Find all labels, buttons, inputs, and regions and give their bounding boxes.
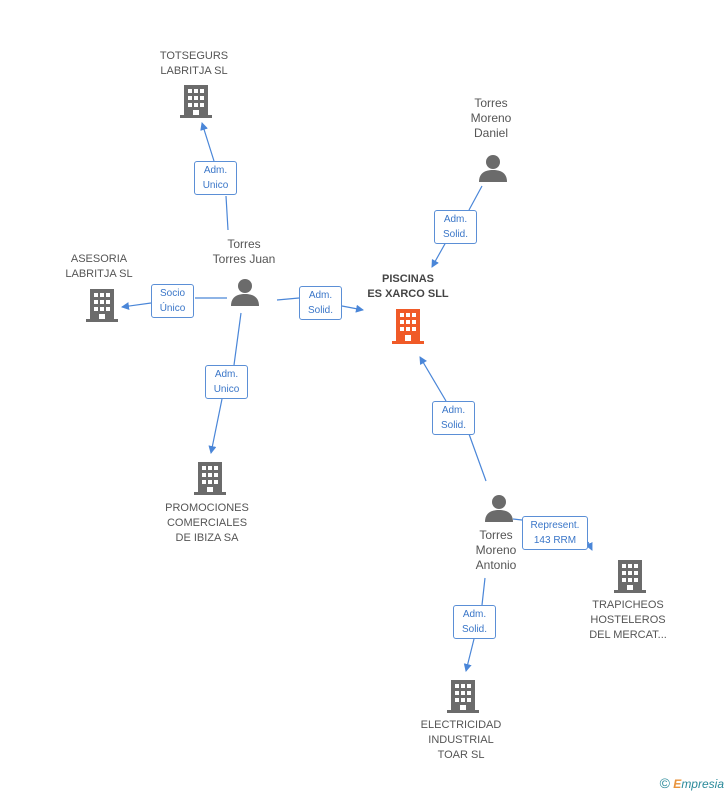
- edge-label-line: Adm.: [441, 405, 466, 416]
- edge-label-antonio-electricidad[interactable]: Adm. Solid.: [453, 605, 496, 639]
- brand-name: mpresia: [681, 777, 724, 791]
- edge-line-antonio-electricidad: [466, 577, 486, 671]
- node-label-torres-moreno-daniel[interactable]: Torres Moreno Daniel: [451, 96, 531, 141]
- edge-label-line: Represent.: [530, 520, 580, 531]
- node-label-line: INDUSTRIAL: [428, 734, 494, 746]
- edge-label-juan-totsegurs[interactable]: Adm. Unico: [194, 161, 237, 195]
- node-label-asesoria[interactable]: ASESORIA LABRITJA SL: [49, 252, 149, 282]
- node-label-line: ELECTRICIDAD: [420, 719, 502, 731]
- edge-label-juan-promociones[interactable]: Adm. Unico: [205, 365, 248, 399]
- edge-label-line: Adm.: [308, 290, 333, 301]
- edge-label-antonio-trapicheos[interactable]: Represent. 143 RRM: [522, 516, 588, 550]
- node-label-promociones[interactable]: PROMOCIONES COMERCIALES DE IBIZA SA: [157, 501, 257, 546]
- edges-layer: [122, 123, 592, 671]
- node-label-piscinas[interactable]: PISCINAS ES XARCO SLL: [358, 272, 458, 302]
- edge-label-line: Adm.: [443, 214, 468, 225]
- node-label-line: PISCINAS: [382, 273, 434, 285]
- node-label-line: Moreno: [470, 111, 512, 125]
- building-icon[interactable]: [447, 678, 479, 714]
- brand-initial: E: [673, 777, 682, 791]
- node-label-torres-moreno-antonio[interactable]: Torres Moreno Antonio: [456, 528, 536, 573]
- edge-label-line: Solid.: [442, 229, 468, 240]
- person-icon[interactable]: [478, 153, 508, 183]
- building-icon[interactable]: [614, 558, 646, 594]
- edge-label-juan-asesoria[interactable]: Socio Único: [151, 284, 194, 318]
- node-label-line: Torres: [227, 237, 261, 251]
- edge-label-line: Único: [159, 303, 186, 314]
- edge-label-line: Solid.: [461, 624, 487, 635]
- edge-label-line: Unico: [213, 384, 240, 395]
- edge-line-juan-piscinas: [276, 297, 363, 310]
- edge-label-juan-piscinas[interactable]: Adm. Solid.: [299, 286, 342, 320]
- node-label-line: DEL MERCAT...: [589, 629, 667, 641]
- person-icon[interactable]: [230, 277, 260, 307]
- node-label-line: HOSTELEROS: [590, 614, 666, 626]
- node-label-line: Daniel: [473, 126, 509, 140]
- node-label-line: TOAR SL: [437, 749, 485, 761]
- building-icon[interactable]: [86, 287, 118, 323]
- edge-label-antonio-piscinas[interactable]: Adm. Solid.: [432, 401, 475, 435]
- node-label-line: PROMOCIONES: [165, 502, 249, 514]
- edge-label-line: Unico: [202, 180, 229, 191]
- edge-line-juan-asesoria: [122, 297, 227, 307]
- node-label-line: Antonio: [475, 558, 517, 572]
- building-icon[interactable]: [194, 460, 226, 496]
- edge-label-daniel-piscinas[interactable]: Adm. Solid.: [434, 210, 477, 244]
- node-label-line: COMERCIALES: [166, 517, 248, 529]
- node-label-line: ES XARCO SLL: [367, 288, 449, 300]
- node-label-line: TRAPICHEOS: [592, 599, 664, 611]
- node-label-line: LABRITJA SL: [65, 268, 133, 280]
- person-icon[interactable]: [484, 493, 514, 523]
- node-label-electricidad[interactable]: ELECTRICIDAD INDUSTRIAL TOAR SL: [411, 718, 511, 763]
- node-label-line: Torres Juan: [212, 252, 276, 266]
- node-label-line: Torres: [474, 96, 508, 110]
- edge-label-line: Adm.: [203, 165, 228, 176]
- edge-label-line: Solid.: [307, 305, 333, 316]
- edge-line-antonio-piscinas: [420, 357, 487, 482]
- node-label-line: TOTSEGURS: [159, 50, 229, 62]
- edge-label-line: Solid.: [440, 420, 466, 431]
- edge-label-line: Adm.: [462, 609, 487, 620]
- edge-line-juan-promociones: [211, 312, 242, 453]
- node-label-trapicheos[interactable]: TRAPICHEOS HOSTELEROS DEL MERCAT...: [578, 598, 678, 643]
- node-label-line: DE IBIZA SA: [175, 532, 239, 544]
- node-label-line: Moreno: [475, 543, 517, 557]
- focus-building-icon[interactable]: [391, 307, 425, 345]
- node-label-line: ASESORIA: [70, 253, 128, 265]
- edge-label-line: Socio: [159, 288, 185, 299]
- brand-logo[interactable]: © Empresia: [660, 775, 724, 791]
- edge-line-antonio-trapicheos: [512, 518, 592, 550]
- node-label-torres-torres-juan[interactable]: Torres Torres Juan: [194, 237, 294, 267]
- edge-label-line: Adm.: [214, 369, 239, 380]
- edge-line-daniel-piscinas: [432, 185, 483, 267]
- copyright-icon: ©: [659, 775, 670, 791]
- node-label-line: Torres: [479, 528, 513, 542]
- edge-line-juan-totsegurs: [202, 123, 229, 231]
- edge-label-line: 143 RRM: [533, 535, 577, 546]
- node-label-totsegurs[interactable]: TOTSEGURS LABRITJA SL: [144, 49, 244, 79]
- building-icon[interactable]: [180, 83, 212, 119]
- node-label-line: LABRITJA SL: [160, 65, 228, 77]
